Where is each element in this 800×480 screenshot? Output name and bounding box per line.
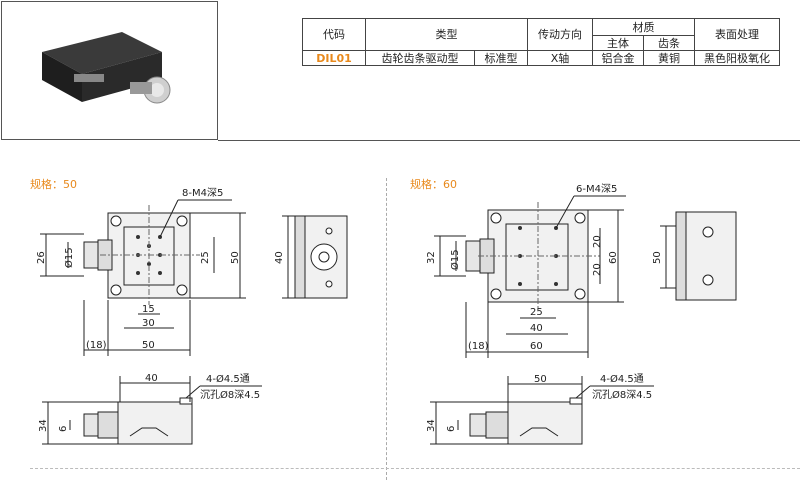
bottom-divider <box>30 468 800 469</box>
th-direction: 传动方向 <box>527 18 593 51</box>
left-mount-note2: 沉孔Ø8深4.5 <box>200 388 260 401</box>
right-dim-34: 34 <box>426 419 437 432</box>
th-rack: 齿条 <box>643 35 695 51</box>
left-dim-25: 25 <box>200 251 211 264</box>
left-dim-40-side: 40 <box>274 251 285 264</box>
right-dim-20a: 20 <box>592 235 603 248</box>
right-dim-60: 60 <box>530 341 543 352</box>
left-mount-note1: 4-Ø4.5通 <box>206 373 250 385</box>
right-side-view <box>660 211 737 301</box>
right-dim-32: 32 <box>426 251 437 264</box>
left-dim-15: 15 <box>142 304 155 315</box>
right-front-view <box>430 376 654 445</box>
spec-label-50: 规格：50 <box>30 178 77 191</box>
cell-surface: 黑色阳极氧化 <box>694 50 780 66</box>
left-dim-30: 30 <box>142 318 155 329</box>
left-top-view <box>40 199 246 356</box>
left-dim-6: 6 <box>58 426 69 432</box>
right-mount-note2: 沉孔Ø8深4.5 <box>592 388 652 401</box>
left-dim-34: 34 <box>38 419 49 432</box>
cell-rack: 黄铜 <box>643 50 695 66</box>
cell-type2: 标准型 <box>474 50 528 66</box>
cell-direction: X轴 <box>527 50 593 66</box>
divider-line <box>218 140 800 141</box>
left-dim-50: 50 <box>142 340 155 351</box>
right-dim-50-side: 50 <box>652 251 663 264</box>
right-dim-25: 25 <box>530 307 543 318</box>
right-dim-20b: 20 <box>592 263 603 276</box>
right-dim-6: 6 <box>446 426 457 432</box>
right-top-view <box>434 195 626 358</box>
th-body: 主体 <box>592 35 644 51</box>
right-dim-18: (18) <box>468 341 489 352</box>
right-dim-40: 40 <box>530 323 543 334</box>
left-side-view <box>282 215 348 299</box>
right-mount-note1: 4-Ø4.5通 <box>600 373 644 385</box>
right-hole-note: 6-M4深5 <box>576 183 617 195</box>
left-dim-18: (18) <box>86 340 107 351</box>
left-dim-26: 26 <box>36 251 47 264</box>
right-dim-50: 50 <box>534 374 547 385</box>
spec-label-60: 规格：60 <box>410 178 457 191</box>
left-hole-note: 8-M4深5 <box>182 187 223 199</box>
cell-type1: 齿轮齿条驱动型 <box>365 50 475 66</box>
right-dim-d15: Ø15 <box>449 249 461 270</box>
cell-body: 铝合金 <box>592 50 644 66</box>
left-dim-d15: Ø15 <box>63 247 75 268</box>
left-dim-40: 40 <box>145 373 158 384</box>
product-photo <box>42 32 171 104</box>
right-dim-60-side: 60 <box>608 251 619 264</box>
left-dim-50-side: 50 <box>230 251 241 264</box>
spec-table: 代码 类型 传动方向 材质 表面处理 主体 齿条 DIL01 齿轮齿条驱动型 标… <box>302 18 780 66</box>
section-divider <box>386 178 387 480</box>
cell-code: DIL01 <box>302 50 366 66</box>
left-front-view <box>42 376 262 445</box>
product-photo-frame <box>1 1 218 140</box>
